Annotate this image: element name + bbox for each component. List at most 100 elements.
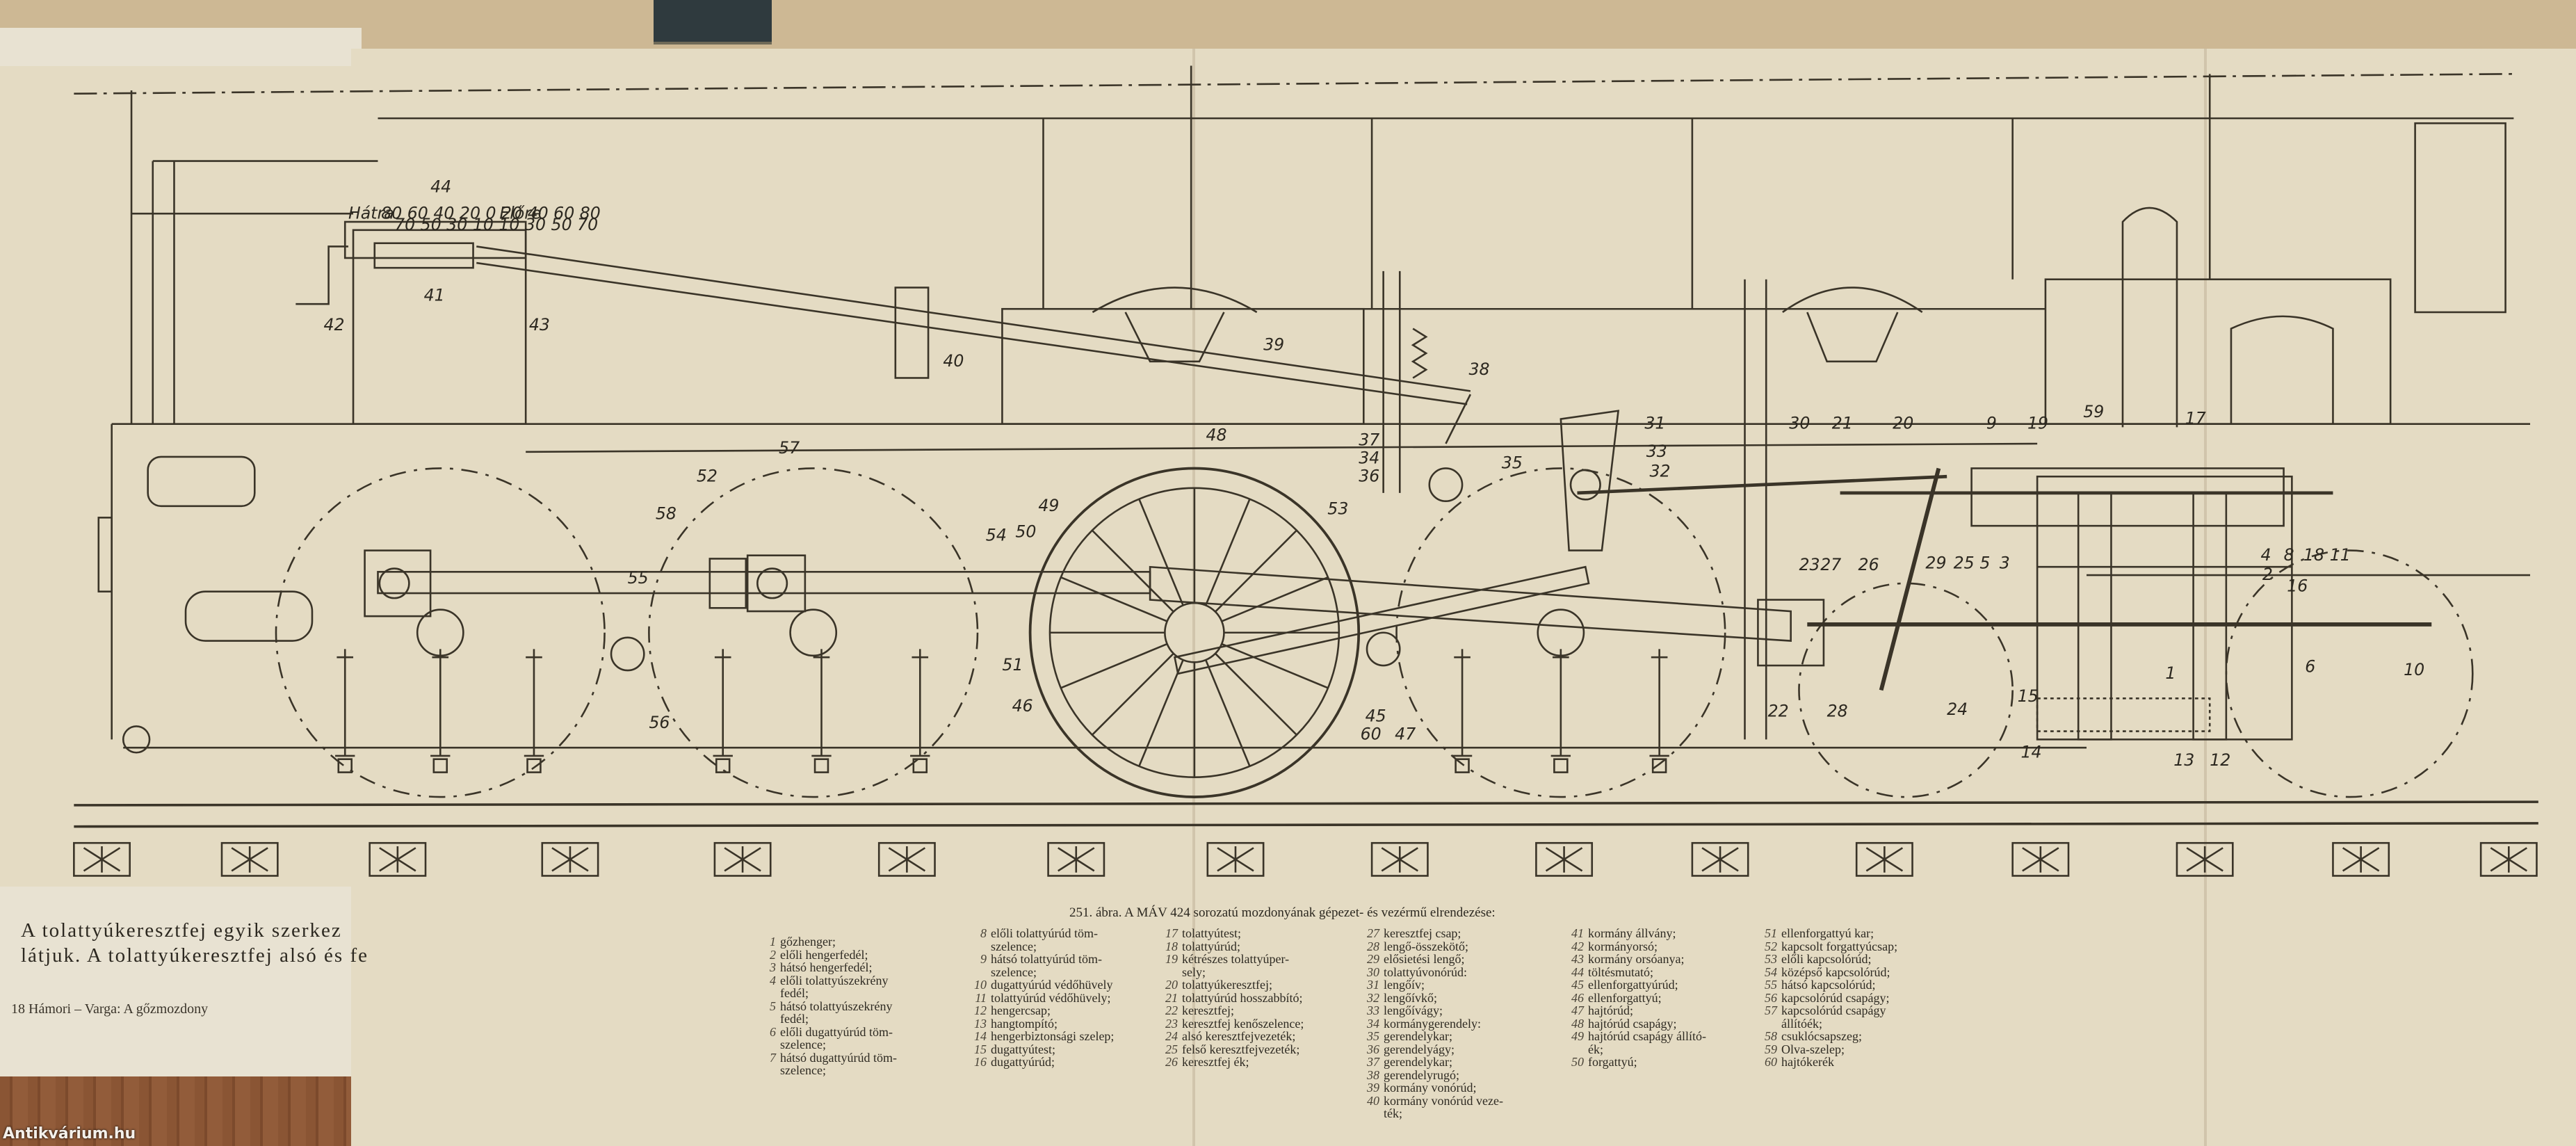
- legend-number: 25: [1165, 1042, 1178, 1056]
- legend-text: hengercsap;: [991, 1003, 1051, 1017]
- callout-label: 24: [1947, 700, 1968, 719]
- callout-label: 57: [779, 438, 800, 458]
- legend-text: gerendelyrugó;: [1384, 1067, 1459, 1082]
- legend-text: kormánygerendely:: [1384, 1016, 1481, 1031]
- legend-text: hajtórúd;: [1588, 1003, 1633, 1017]
- legend-text: tolattyúrúd;: [1182, 939, 1240, 953]
- legend-number: 12: [974, 1003, 987, 1017]
- legend-number: 32: [1367, 990, 1379, 1005]
- legend-number: 50: [1571, 1055, 1584, 1069]
- callout-label: 21: [1832, 414, 1853, 433]
- sleeper: [1206, 841, 1265, 877]
- legend-text: tolattyúkeresztfej;: [1182, 978, 1272, 992]
- callout-label: 35: [1502, 453, 1523, 472]
- legend-text: előli kapcsolórúd;: [1781, 952, 1872, 966]
- legend-text: keresztfej kenőszelence;: [1182, 1016, 1304, 1031]
- legend-text: keresztfej;: [1182, 1003, 1234, 1017]
- legend-text: gőzhenger;: [780, 935, 836, 949]
- legend-text: hátsó tolattyúrúd töm- szelence;: [991, 952, 1102, 979]
- legend-text: kormány vonórúd;: [1384, 1081, 1477, 1095]
- legend-number: 14: [974, 1029, 987, 1043]
- legend-number: 43: [1571, 952, 1584, 966]
- spring-hanger: [524, 649, 544, 773]
- callout-label: 12: [2210, 750, 2230, 770]
- spoke: [1060, 643, 1168, 689]
- rail: [74, 800, 2538, 828]
- callout-label: 17: [2185, 409, 2206, 428]
- legend-text: hajtórúd csapágy állító- ék;: [1588, 1029, 1706, 1056]
- spoke: [1204, 659, 1251, 767]
- legend-text: kormányorsó;: [1588, 939, 1658, 953]
- callout-label: 16: [2287, 576, 2308, 596]
- callout-label: 6: [2305, 656, 2315, 676]
- legend-text: kapcsolórúd csapágy;: [1781, 990, 1890, 1005]
- sleeper: [713, 841, 772, 877]
- spoke: [1215, 652, 1297, 736]
- legend-text: hangtompító;: [991, 1016, 1058, 1031]
- legend-number: 5: [770, 999, 776, 1013]
- callout-label: 46: [1012, 696, 1033, 716]
- sleeper: [220, 841, 279, 877]
- legend-text: gerendelykar;: [1384, 1029, 1452, 1043]
- figure-caption: 251. ábra. A MÁV 424 sorozatú mozdonyána…: [1069, 905, 1496, 920]
- legend-number: 16: [974, 1055, 987, 1069]
- callout-label: 47: [1395, 724, 1416, 743]
- legend-number: 30: [1367, 965, 1379, 979]
- foldout-sheet: [351, 49, 2576, 1146]
- sleeper: [2332, 841, 2390, 877]
- callout-label: 14: [2020, 742, 2041, 761]
- legend-number: 19: [1165, 952, 1178, 966]
- callout-label: 39: [1263, 334, 1284, 354]
- legend-number: 11: [975, 990, 987, 1005]
- callout-label: 52: [697, 466, 718, 485]
- legend-text: hátsó hengerfedél;: [780, 960, 873, 974]
- legend-text: elősietési lengő;: [1384, 952, 1465, 966]
- legend-text: középső kapcsolórúd;: [1781, 965, 1890, 979]
- callout-label: 20: [1893, 414, 1913, 433]
- axle-centers: [416, 608, 1585, 672]
- legend-text: lengőív;: [1384, 978, 1425, 992]
- legend-number: 55: [1765, 978, 1777, 992]
- frame-outline: [97, 423, 2531, 754]
- legend-text: előli tolattyúrúd töm- szelence;: [991, 926, 1098, 953]
- callout-label: 44: [430, 177, 451, 196]
- legend-text: töltésmutató;: [1588, 965, 1653, 979]
- legend-number: 27: [1367, 926, 1379, 940]
- callout-label: 50: [1015, 522, 1036, 542]
- crosshead: [1757, 599, 1825, 667]
- spring-hanger: [430, 649, 451, 773]
- callout-label: 36: [1359, 466, 1379, 485]
- combination-lever: [1879, 467, 1941, 691]
- sleeper: [541, 841, 599, 877]
- callout-label: 37: [1359, 430, 1379, 449]
- legend-number: 24: [1165, 1029, 1178, 1043]
- sleeper: [1047, 841, 1105, 877]
- callout-label: 42: [324, 315, 345, 334]
- wheel: [1395, 467, 1726, 798]
- legend-number: 31: [1367, 978, 1379, 992]
- legend-number: 18: [1165, 939, 1178, 953]
